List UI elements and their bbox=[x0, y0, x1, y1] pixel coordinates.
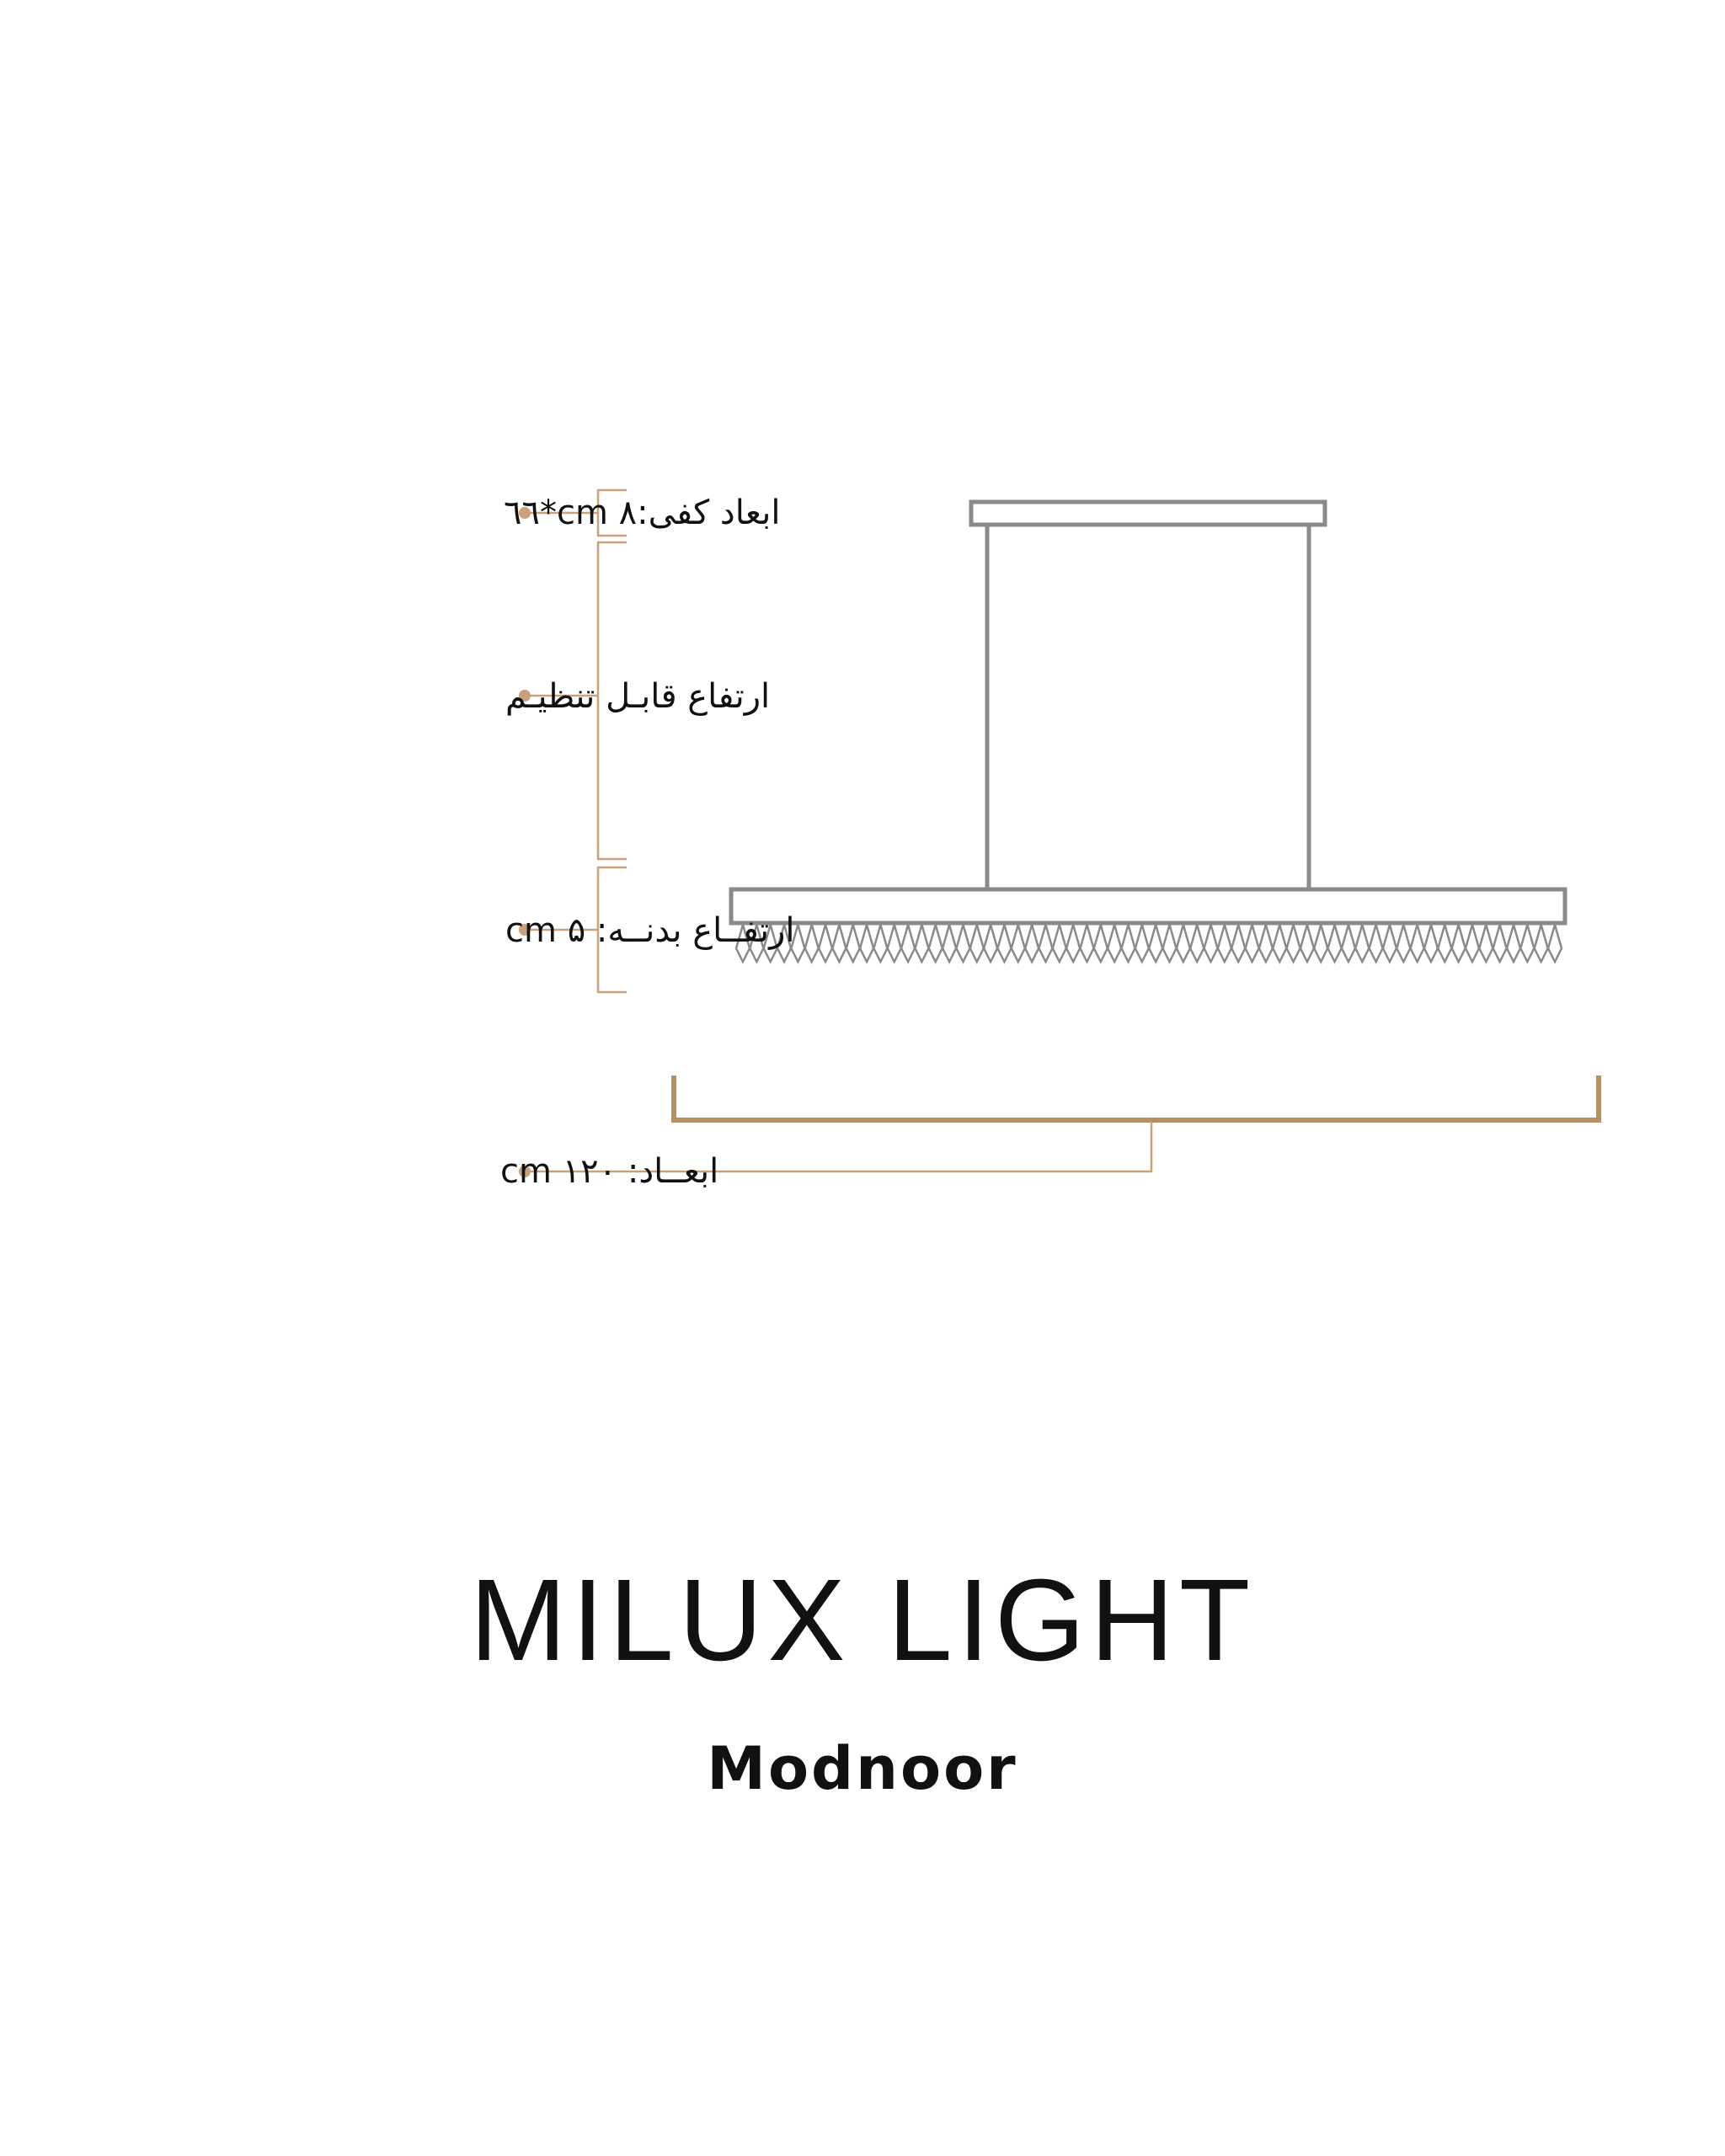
crystal-drop bbox=[1023, 921, 1040, 964]
crystal-drop bbox=[927, 921, 944, 964]
overall-dimension-label: ابعــاد: cm ۱۲۰ bbox=[500, 1152, 718, 1191]
lamp-canopy bbox=[969, 499, 1327, 527]
crystal-drop bbox=[817, 921, 834, 964]
crystal-drop bbox=[1423, 921, 1439, 964]
crystal-drop bbox=[804, 921, 820, 964]
crystal-drop bbox=[831, 921, 847, 964]
crystal-drop bbox=[1505, 921, 1522, 964]
crystal-drop bbox=[1436, 921, 1453, 964]
crystal-drop bbox=[914, 921, 930, 964]
crystal-drop bbox=[790, 921, 806, 964]
crystal-drop bbox=[734, 921, 751, 964]
crystal-drop bbox=[1464, 921, 1481, 964]
crystal-drop bbox=[749, 921, 765, 964]
crystal-drop bbox=[1299, 921, 1316, 964]
crystal-drop bbox=[982, 921, 999, 964]
hanging-crystals bbox=[734, 921, 1563, 964]
pendant-lamp-drawing bbox=[729, 499, 1567, 964]
overall-width-bracket bbox=[519, 1075, 1601, 1177]
crystal-drop bbox=[969, 921, 985, 964]
adjustable-height-label-dot bbox=[519, 690, 531, 702]
crystal-drop bbox=[1134, 921, 1151, 964]
body-height-label-dot bbox=[519, 924, 531, 936]
lamp-body bbox=[729, 887, 1567, 926]
body-height-label: ارتفــاع بدنــه: ۵ cm bbox=[505, 911, 795, 950]
brand-logo: Modnoor bbox=[707, 1734, 1018, 1803]
crystal-drop bbox=[845, 921, 862, 964]
crystal-drop bbox=[1340, 921, 1357, 964]
crystal-drop bbox=[955, 921, 971, 964]
overall-width-label-dot bbox=[519, 1166, 531, 1177]
crystal-drop bbox=[1409, 921, 1425, 964]
adjustable-height-bracket bbox=[519, 541, 627, 861]
crystal-drop bbox=[1395, 921, 1412, 964]
crystal-drop bbox=[1492, 921, 1508, 964]
crystal-drop bbox=[1381, 921, 1398, 964]
crystal-drop bbox=[941, 921, 958, 964]
crystal-drop bbox=[1147, 921, 1164, 964]
crystal-drop bbox=[1244, 921, 1260, 964]
crystal-drop bbox=[1519, 921, 1535, 964]
crystal-drop bbox=[886, 921, 903, 964]
crystal-drop bbox=[1258, 921, 1274, 964]
canopy-dimension-bracket bbox=[519, 488, 627, 537]
body-height-bracket bbox=[519, 866, 627, 994]
canopy-label-dot bbox=[519, 507, 531, 519]
crystal-drop bbox=[776, 921, 793, 964]
crystal-drop bbox=[1106, 921, 1123, 964]
crystal-drop bbox=[1477, 921, 1494, 964]
canopy-dimensions-label: ابعاد کفی:cm ۸*٦٦ bbox=[504, 494, 780, 532]
crystal-drop bbox=[1533, 921, 1549, 964]
product-title: MILUX LIGHT bbox=[469, 1556, 1256, 1685]
crystal-drop bbox=[996, 921, 1012, 964]
crystal-drop bbox=[1546, 921, 1563, 964]
crystal-drop bbox=[1203, 921, 1219, 964]
crystal-drop bbox=[1162, 921, 1178, 964]
crystal-drop bbox=[858, 921, 875, 964]
crystal-drop bbox=[1327, 921, 1343, 964]
crystal-drop bbox=[1051, 921, 1068, 964]
crystal-drop bbox=[1038, 921, 1054, 964]
crystal-drop bbox=[1285, 921, 1301, 964]
crystal-drop bbox=[1368, 921, 1384, 964]
crystal-drop bbox=[1216, 921, 1233, 964]
crystal-drop bbox=[1010, 921, 1027, 964]
crystal-drop bbox=[1271, 921, 1288, 964]
crystal-drop bbox=[1188, 921, 1205, 964]
crystal-drop bbox=[1175, 921, 1192, 964]
crystal-drop bbox=[900, 921, 916, 964]
crystal-drop bbox=[1450, 921, 1466, 964]
adjustable-height-label: ارتفاع قابـل تنظیـم bbox=[505, 677, 770, 716]
crystal-drop bbox=[1354, 921, 1370, 964]
crystal-drop bbox=[1120, 921, 1136, 964]
crystal-drop bbox=[1312, 921, 1329, 964]
crystal-drop bbox=[1230, 921, 1247, 964]
crystal-drop bbox=[1092, 921, 1109, 964]
crystal-drop bbox=[1065, 921, 1081, 964]
crystal-drop bbox=[1079, 921, 1095, 964]
crystal-drop bbox=[873, 921, 889, 964]
crystal-drop bbox=[762, 921, 779, 964]
